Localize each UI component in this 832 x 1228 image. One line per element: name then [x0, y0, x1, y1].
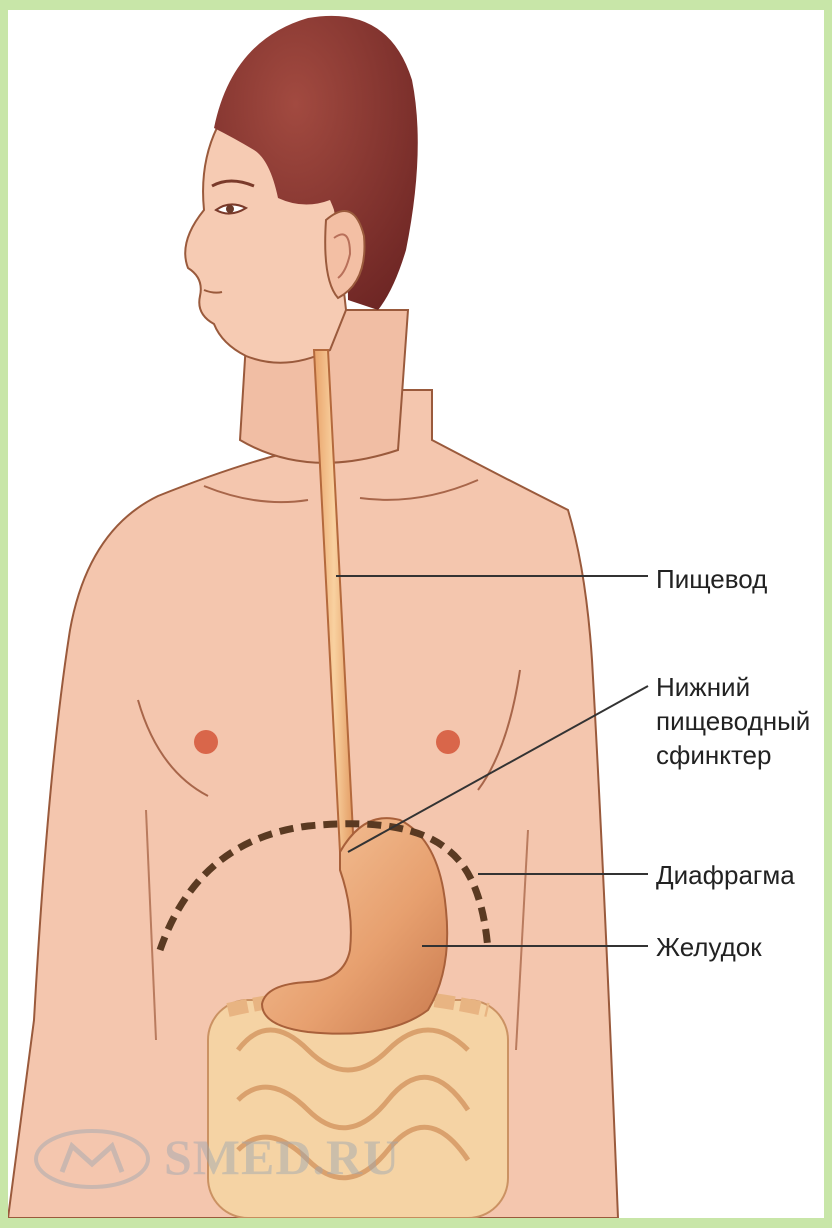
label-sphincter-line-3: сфинктер: [656, 738, 810, 772]
label-lower-esophageal-sphincter: Нижний пищеводный сфинктер: [656, 670, 810, 772]
watermark: SMED.RU: [32, 1124, 362, 1194]
anatomy-illustration: [8, 10, 824, 1218]
label-stomach: Желудок: [656, 930, 762, 964]
label-esophagus: Пищевод: [656, 562, 767, 596]
diagram-frame: Пищевод Нижний пищеводный сфинктер Диафр…: [8, 10, 824, 1218]
nipple-left: [194, 730, 218, 754]
label-sphincter-line-1: Нижний: [656, 670, 810, 704]
nipple-right: [436, 730, 460, 754]
label-sphincter-line-2: пищеводный: [656, 704, 810, 738]
watermark-text: SMED.RU: [164, 1128, 400, 1186]
watermark-logo-icon: [32, 1124, 152, 1194]
label-diaphragm: Диафрагма: [656, 858, 795, 892]
